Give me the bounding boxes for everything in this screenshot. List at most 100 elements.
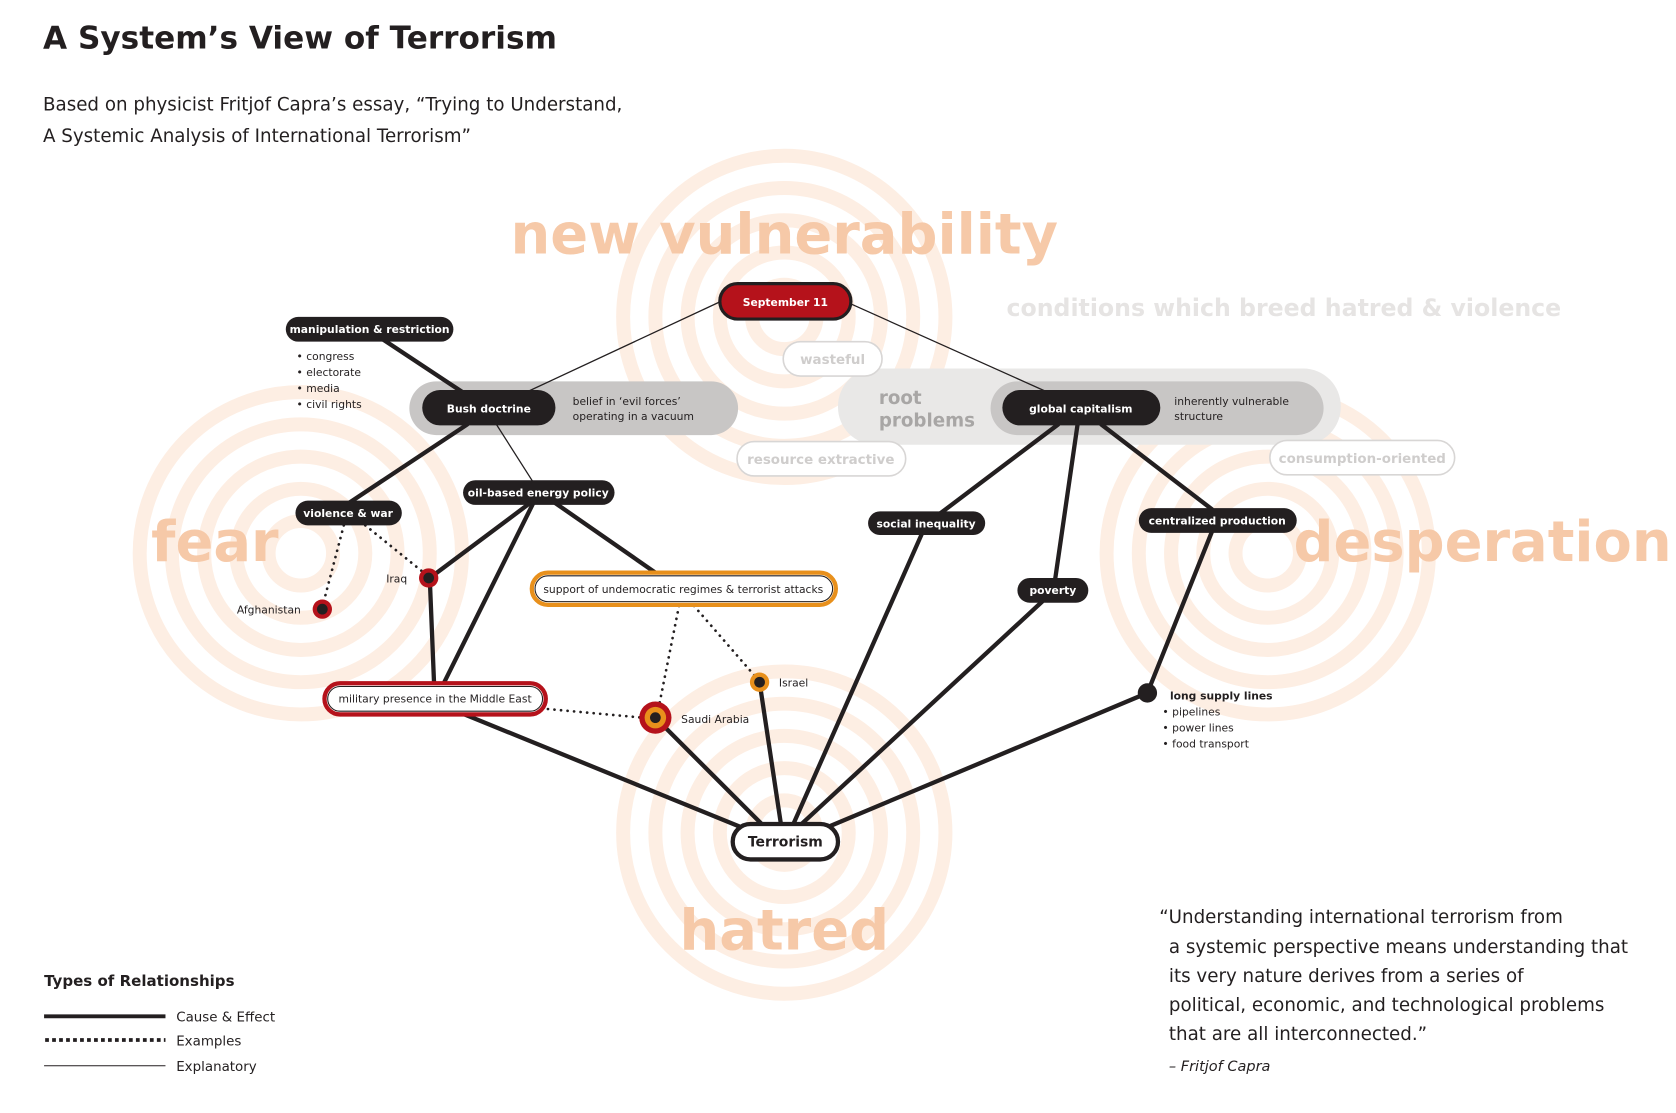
svg-text:• power lines: • power lines <box>1162 722 1234 735</box>
consumption-oriented-label: consumption-oriented <box>1279 452 1446 467</box>
edge-cause <box>1052 422 1080 583</box>
svg-text:political, economic, and techn: political, economic, and technological p… <box>1169 995 1605 1016</box>
edge-cause <box>427 499 534 581</box>
edge-example <box>692 604 759 681</box>
svg-text:Terrorism: Terrorism <box>748 835 823 851</box>
manipulation-items: • congress • electorate • media • civil … <box>297 350 363 411</box>
node-global-capitalism[interactable]: global capitalism <box>1002 389 1161 426</box>
node-violence-war[interactable]: violence & war <box>295 500 402 526</box>
edge-cause <box>937 422 1061 516</box>
svg-text:manipulation & restriction: manipulation & restriction <box>290 323 450 336</box>
theme-fear: fear <box>151 510 279 575</box>
global-note-1: inherently vulnerable <box>1174 395 1289 408</box>
root-label-1: root <box>879 388 922 409</box>
marker-iraq[interactable] <box>419 568 439 588</box>
theme-desperation: desperation <box>1293 510 1671 575</box>
svg-text:September 11: September 11 <box>743 296 828 309</box>
legend-explanatory: Explanatory <box>176 1060 257 1075</box>
node-military-presence[interactable]: military presence in the Middle East <box>322 681 548 717</box>
saudi-label: Saudi Arabia <box>681 713 749 726</box>
svg-text:its very nature derives from a: its very nature derives from a series of <box>1169 966 1524 987</box>
svg-text:poverty: poverty <box>1029 584 1076 597</box>
edge-explanatory <box>848 302 1048 393</box>
supply-label: long supply lines <box>1170 689 1273 702</box>
svg-text:that are all interconnected.”: that are all interconnected.” <box>1169 1024 1427 1045</box>
marker-saudi-arabia[interactable] <box>639 701 672 734</box>
israel-label: Israel <box>779 676 808 689</box>
svg-text:• pipelines: • pipelines <box>1162 705 1220 718</box>
svg-text:• media: • media <box>297 382 340 395</box>
node-poverty[interactable]: poverty <box>1017 577 1089 603</box>
resource-extractive-tag <box>736 440 907 477</box>
legend: Types of Relationships Cause & Effect Ex… <box>44 972 275 1075</box>
edge-cause <box>757 680 784 828</box>
subtitle-line-2: A Systemic Analysis of International Ter… <box>43 126 471 147</box>
svg-text:• civil rights: • civil rights <box>297 398 363 411</box>
node-manipulation[interactable]: manipulation & restriction <box>285 316 454 342</box>
node-oil-policy[interactable]: oil-based energy policy <box>463 480 615 505</box>
bush-note-1: belief in ‘evil forces’ <box>573 395 681 408</box>
svg-text:centralized production: centralized production <box>1149 514 1286 527</box>
node-support-regimes[interactable]: support of undemocratic regimes & terror… <box>529 570 838 607</box>
node-terrorism[interactable]: Terrorism <box>730 821 841 862</box>
svg-text:“Understanding international t: “Understanding international terrorism f… <box>1159 907 1563 928</box>
root-label-2: problems <box>879 411 975 432</box>
global-note-2: structure <box>1174 410 1223 423</box>
edge-cause <box>1145 529 1215 696</box>
legend-title: Types of Relationships <box>44 972 234 990</box>
edge-cause <box>551 499 658 575</box>
supply-items: • pipelines • power lines • food transpo… <box>1162 705 1248 750</box>
theme-hatred: hatred <box>679 899 889 964</box>
edge-example <box>320 524 346 609</box>
wasteful-label: wasteful <box>800 353 865 368</box>
afghanistan-label: Afghanistan <box>237 603 301 616</box>
theme-new-vulnerability: new vulnerability <box>511 203 1058 268</box>
edge-explanatory <box>526 301 721 393</box>
edge-example <box>656 604 681 715</box>
svg-text:violence & war: violence & war <box>303 507 393 520</box>
marker-afghanistan[interactable] <box>312 599 332 619</box>
edge-example <box>363 524 429 578</box>
marker-israel[interactable] <box>749 672 770 692</box>
page-title: A System’s View of Terrorism <box>43 20 557 56</box>
edge-cause <box>441 499 537 686</box>
node-september-11[interactable]: September 11 <box>718 282 853 321</box>
marker-supply-lines[interactable] <box>1137 683 1158 703</box>
svg-text:• congress: • congress <box>297 350 355 363</box>
edge-cause <box>825 690 1150 830</box>
wasteful-tag <box>782 340 883 377</box>
svg-text:support of undemocratic regime: support of undemocratic regimes & terror… <box>543 583 823 596</box>
quote: “Understanding international terrorism f… <box>1159 907 1628 1075</box>
node-social-inequality[interactable]: social inequality <box>868 511 986 536</box>
quote-author: – Fritjof Capra <box>1169 1059 1271 1075</box>
consumption-oriented-tag <box>1269 439 1456 476</box>
legend-examples: Examples <box>176 1034 241 1049</box>
edge-example <box>546 707 644 719</box>
node-bush-doctrine[interactable]: Bush doctrine <box>422 389 556 426</box>
edge-cause <box>427 575 437 686</box>
svg-text:• electorate: • electorate <box>297 366 362 379</box>
conditions-label: conditions which breed hatred & violence <box>1006 294 1561 322</box>
edge-cause <box>798 599 1045 828</box>
edge-cause <box>790 531 924 828</box>
edge-cause <box>379 336 470 398</box>
ring-bottom <box>616 664 953 1001</box>
edge-cause <box>653 715 765 828</box>
svg-text:Bush doctrine: Bush doctrine <box>447 403 531 416</box>
edge-explanatory <box>495 424 535 484</box>
iraq-label: Iraq <box>386 572 407 585</box>
legend-cause: Cause & Effect <box>176 1011 275 1026</box>
svg-text:military presence in the Middl: military presence in the Middle East <box>339 693 532 706</box>
subtitle-line-1: Based on physicist Fritjof Capra’s essay… <box>43 95 622 116</box>
svg-text:a systemic perspective means u: a systemic perspective means understandi… <box>1169 937 1628 958</box>
svg-text:global capitalism: global capitalism <box>1029 403 1132 416</box>
edge-cause <box>1099 422 1215 512</box>
svg-text:• food transport: • food transport <box>1162 738 1248 751</box>
bush-note-2: operating in a vacuum <box>573 410 694 423</box>
resource-extractive-label: resource extractive <box>747 453 894 468</box>
svg-text:oil-based energy policy: oil-based energy policy <box>468 486 609 499</box>
edge-cause <box>459 711 744 830</box>
svg-text:social inequality: social inequality <box>877 517 976 530</box>
node-centralized-production[interactable]: centralized production <box>1138 508 1297 533</box>
